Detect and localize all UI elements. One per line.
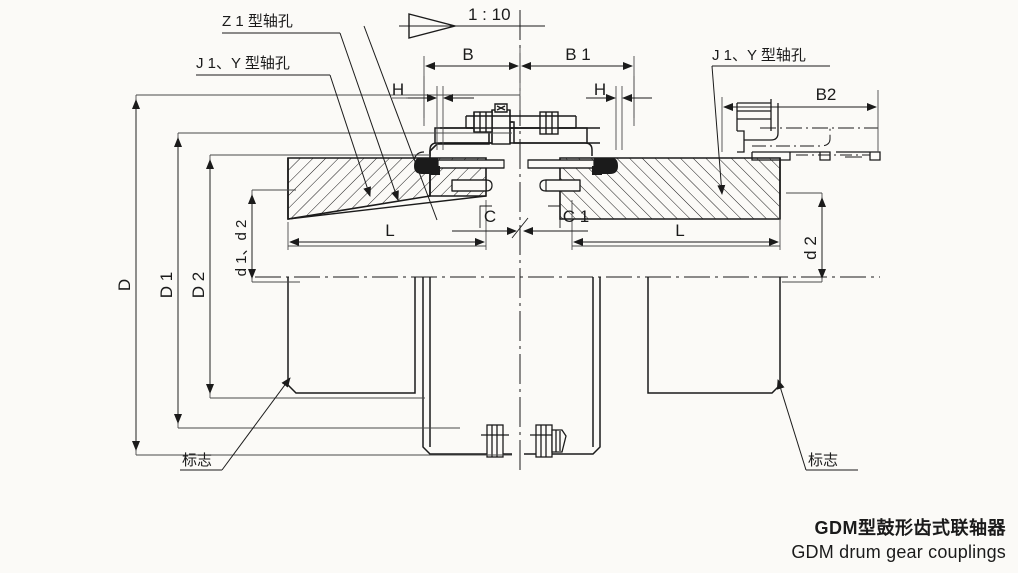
callout-leaders — [180, 25, 858, 471]
dim-label-D1: D 1 — [157, 272, 176, 298]
right-sleeve-lower-outline — [524, 277, 601, 455]
left-bore-taper-line — [287, 195, 487, 220]
callout-z1-bore: Z 1 型轴孔 — [222, 13, 293, 30]
right-hub-lower-outline — [647, 277, 781, 394]
left-gear-seal-detail — [413, 151, 505, 192]
dim-label-H-left: H — [392, 80, 404, 99]
leader-j1y-right-arm — [711, 65, 726, 195]
leader-z1-arm — [339, 32, 399, 201]
dim-label-D2: D 2 — [189, 272, 208, 298]
leader-taper-arm — [363, 25, 438, 221]
caption-chinese: GDM型鼓形齿式联轴器 — [815, 517, 1007, 538]
dim-label-B1: B 1 — [565, 45, 591, 64]
mark-label-right: 标志 — [808, 452, 838, 469]
taper-ratio-label: 1 : 10 — [468, 5, 511, 24]
coupling-geometry — [255, 10, 881, 470]
dim-label-B2: B2 — [816, 85, 837, 104]
dim-label-H-right: H — [594, 80, 606, 99]
dim-label-L-left: L — [385, 221, 394, 240]
dim-label-B: B — [462, 45, 473, 64]
right-gear-seal-detail — [527, 158, 618, 192]
leader-mark-right-arm — [776, 379, 807, 471]
dimension-lines — [132, 13, 879, 456]
callout-j1y-bore-right: J 1、Y 型轴孔 — [712, 47, 806, 64]
C-bracket — [479, 205, 492, 228]
leader-j1y-left-arm — [329, 74, 371, 197]
dim-label-D: D — [115, 279, 134, 291]
dim-label-d2-right: d 2 — [801, 236, 820, 260]
dim-label-C1: C 1 — [563, 207, 589, 226]
dim-label-L-right: L — [675, 221, 684, 240]
dim-label-C: C — [484, 207, 496, 226]
leader-mark-left-arm — [221, 377, 291, 471]
bottom-center-bolts — [481, 424, 567, 458]
left-sleeve-lower-outline — [422, 277, 512, 455]
keyway-detail-view — [736, 99, 881, 161]
center-gap-tick — [511, 217, 529, 239]
caption-english: GDM drum gear couplings — [791, 542, 1006, 562]
C1-bracket — [548, 205, 561, 228]
center-bolt-flange-detail — [440, 103, 600, 145]
left-hub-lower-outline — [287, 277, 416, 394]
mark-label-left: 标志 — [182, 452, 212, 469]
taper-triangle — [408, 13, 458, 39]
callout-j1y-bore-left: J 1、Y 型轴孔 — [196, 55, 290, 72]
dim-label-d1-d2: d 1、d 2 — [233, 220, 250, 277]
